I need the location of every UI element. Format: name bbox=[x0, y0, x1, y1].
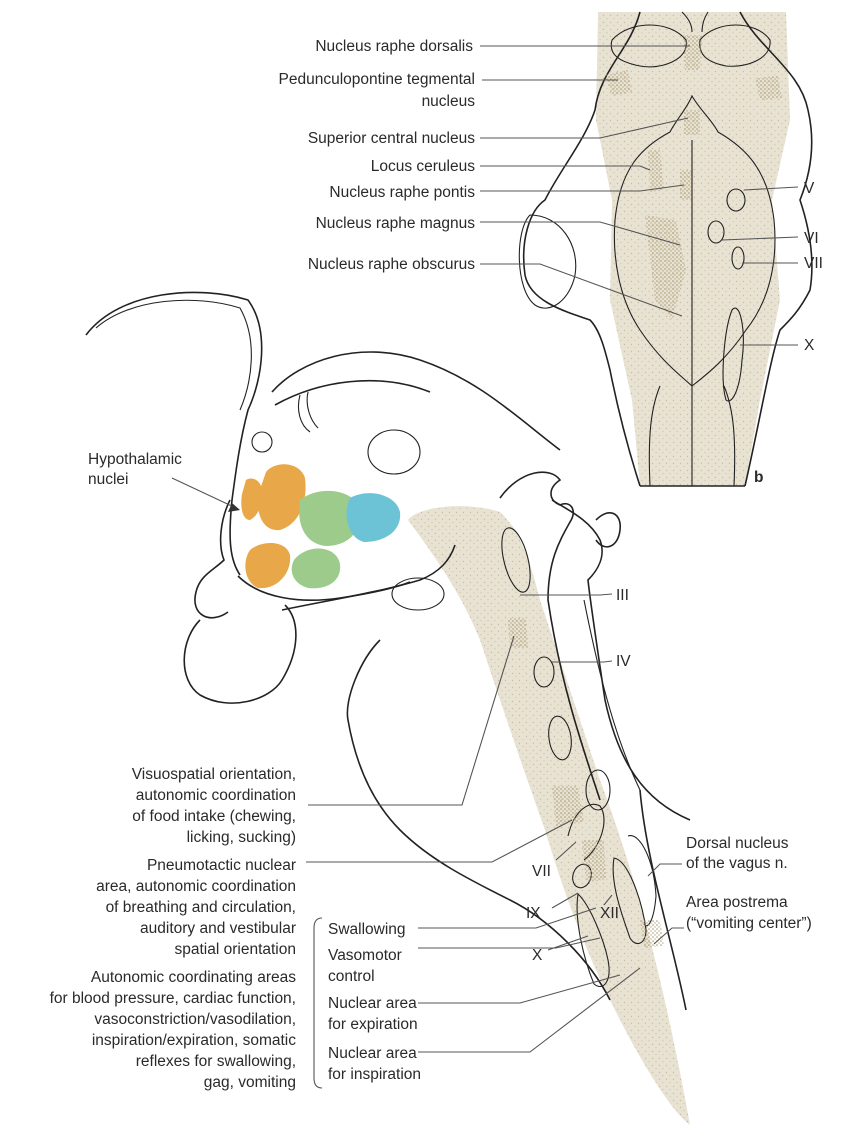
panel-letter-b: b bbox=[754, 469, 763, 486]
svg-text:auditory and vestibular: auditory and vestibular bbox=[140, 920, 296, 937]
label-nucleus-iv: IV bbox=[616, 653, 631, 670]
label-nucleus-raphe-magnus: Nucleus raphe magnus bbox=[316, 215, 476, 232]
svg-text:reflexes for swallowing,: reflexes for swallowing, bbox=[136, 1053, 296, 1070]
label-nucleus-raphe-pontis: Nucleus raphe pontis bbox=[329, 184, 475, 201]
label-visuospatial-orientation: Visuospatial orientation, autonomic coor… bbox=[132, 766, 296, 846]
hypothalamic-nucleus-orange-1 bbox=[258, 464, 306, 530]
label-nucleus-vii-sagittal: VII bbox=[532, 863, 551, 880]
svg-text:Autonomic coordinating areas: Autonomic coordinating areas bbox=[91, 969, 296, 986]
svg-text:vasoconstriction/vasodilation,: vasoconstriction/vasodilation, bbox=[94, 1011, 296, 1028]
svg-text:gag, vomiting: gag, vomiting bbox=[204, 1074, 296, 1091]
label-hypothalamic-line2: nuclei bbox=[88, 471, 129, 488]
label-cranial-nucleus-x: X bbox=[804, 337, 815, 354]
svg-text:spatial orientation: spatial orientation bbox=[175, 941, 297, 958]
label-vasomotor-line2: control bbox=[328, 968, 375, 985]
label-vasomotor-line1: Vasomotor bbox=[328, 947, 402, 964]
label-cranial-nucleus-vi: VI bbox=[804, 230, 819, 247]
svg-text:Pneumotactic nuclear: Pneumotactic nuclear bbox=[147, 857, 296, 874]
label-nucleus-raphe-dorsalis: Nucleus raphe dorsalis bbox=[315, 38, 473, 55]
label-expiration-line1: Nuclear area bbox=[328, 995, 417, 1012]
label-inspiration-line1: Nuclear area bbox=[328, 1045, 417, 1062]
label-expiration-line2: for expiration bbox=[328, 1016, 418, 1033]
label-area-postrema-line2: (“vomiting center”) bbox=[686, 915, 812, 932]
label-swallowing: Swallowing bbox=[328, 921, 406, 938]
hypothalamic-nucleus-orange-2 bbox=[241, 479, 262, 521]
label-pedunculopontine-line1: Pedunculopontine tegmental bbox=[279, 71, 475, 88]
label-pedunculopontine-line2: nucleus bbox=[422, 93, 476, 110]
label-hypothalamic-line1: Hypothalamic bbox=[88, 451, 182, 468]
svg-text:of food intake (chewing,: of food intake (chewing, bbox=[132, 808, 296, 825]
label-nucleus-ix: IX bbox=[526, 905, 541, 922]
label-nucleus-raphe-obscurus: Nucleus raphe obscurus bbox=[308, 256, 475, 273]
hypothalamic-nucleus-orange-3 bbox=[245, 543, 290, 588]
label-nucleus-xii: XII bbox=[600, 905, 619, 922]
label-autonomic-coordinating-areas: Autonomic coordinating areas for blood p… bbox=[50, 969, 297, 1091]
svg-text:Visuospatial orientation,: Visuospatial orientation, bbox=[132, 766, 296, 783]
label-dorsal-vagus-line1: Dorsal nucleus bbox=[686, 835, 789, 852]
svg-text:of breathing and circulation,: of breathing and circulation, bbox=[106, 899, 296, 916]
hypothalamic-nucleus-blue bbox=[346, 493, 400, 542]
label-area-postrema-line1: Area postrema bbox=[686, 894, 788, 911]
label-cranial-nucleus-vii: VII bbox=[804, 255, 823, 272]
panel-b-brainstem-dorsal-view: Nucleus raphe dorsalis Pedunculopontine … bbox=[279, 12, 823, 486]
label-nucleus-iii: III bbox=[616, 587, 629, 604]
svg-text:inspiration/expiration, somati: inspiration/expiration, somatic bbox=[92, 1032, 296, 1049]
svg-text:for blood pressure, cardiac fu: for blood pressure, cardiac function, bbox=[50, 990, 296, 1007]
label-cranial-nucleus-v: V bbox=[804, 180, 815, 197]
label-pneumotactic-area: Pneumotactic nuclear area, autonomic coo… bbox=[96, 857, 296, 958]
svg-text:area, autonomic coordination: area, autonomic coordination bbox=[96, 878, 296, 895]
svg-text:autonomic coordination: autonomic coordination bbox=[136, 787, 296, 804]
label-inspiration-line2: for inspiration bbox=[328, 1066, 421, 1083]
hypothalamic-nucleus-green-2 bbox=[292, 548, 340, 588]
label-superior-central-nucleus: Superior central nucleus bbox=[308, 130, 475, 147]
label-nucleus-x-sagittal: X bbox=[532, 947, 543, 964]
label-dorsal-vagus-line2: of the vagus n. bbox=[686, 855, 788, 872]
svg-text:licking, sucking): licking, sucking) bbox=[187, 829, 296, 846]
label-locus-ceruleus: Locus ceruleus bbox=[371, 158, 476, 175]
